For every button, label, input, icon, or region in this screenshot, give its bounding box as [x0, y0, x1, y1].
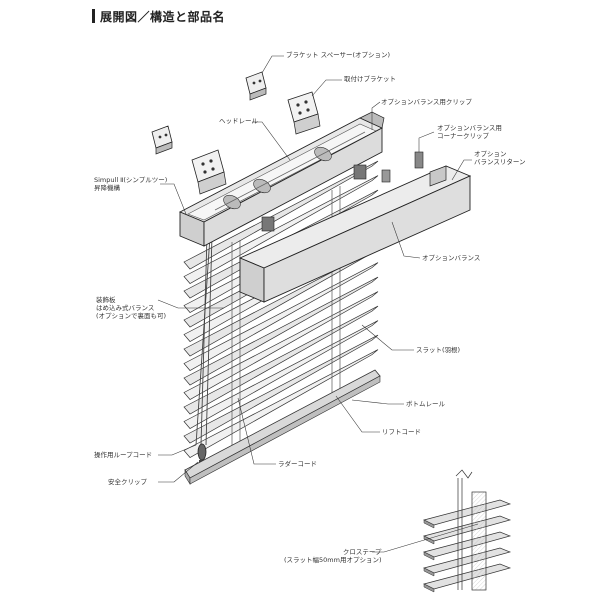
label-mount-bracket: 取付けブラケット [344, 75, 396, 83]
option-valance-shape [238, 165, 472, 303]
label-decor-panel: 装飾板 はめ込み式バランス (オプションで裏面も可) [96, 296, 166, 320]
label-slat: スラット(羽根) [416, 346, 461, 354]
slat [183, 175, 379, 284]
slat [183, 334, 379, 444]
label-decor-line1: 装飾板 [96, 296, 116, 304]
label-cloth-tape-line1: クロステープ [342, 548, 382, 556]
label-corner-clip-line2: コーナークリップ [437, 132, 489, 140]
label-ladder-cord: ラダーコード [278, 460, 317, 468]
slat [183, 349, 379, 458]
label-corner-clip: オプションバランス用 コーナークリップ [437, 124, 502, 140]
detail-slat-edge [423, 551, 435, 561]
title-accent-bar [92, 9, 95, 23]
detail-slat-edge [423, 567, 435, 577]
slat [183, 276, 379, 386]
slat [183, 262, 379, 371]
label-simpull-line2: 昇降機構 [94, 184, 120, 192]
label-safety-clip: 安全クリップ [108, 478, 147, 486]
page-title: 展開図／構造と部品名 [100, 10, 226, 24]
slat [183, 305, 379, 415]
label-simpull: Simpull Ⅱ(シンプルツー) 昇降機構 [94, 176, 167, 192]
slat [183, 320, 379, 429]
cloth-tape-detail [423, 469, 512, 593]
label-simpull-line1: Simpull Ⅱ(シンプルツー) [94, 176, 168, 184]
leader-lines [157, 55, 479, 553]
label-valance-return-line1: オプション [474, 150, 507, 158]
label-valance-return: オプション バランスリターン [474, 150, 526, 166]
label-bottom-rail: ボトムレール [406, 400, 445, 408]
label-bracket-spacer: ブラケット スペーサー(オプション) [286, 51, 391, 59]
detail-slat-edge [423, 583, 435, 593]
mount-bracket-shape-2 [191, 149, 227, 195]
mount-bracket-shape [287, 91, 321, 135]
bracket-spacer-shape-2 [151, 125, 173, 155]
detail-slat-edge [423, 535, 435, 545]
label-lift-cord: リフトコード [382, 428, 421, 436]
slat [183, 160, 379, 270]
label-cloth-tape-line2: (スラット幅50mm用オプション) [284, 556, 382, 564]
loop-cord [195, 235, 213, 446]
head-rail-shape [178, 111, 385, 247]
bracket-spacer-shape [245, 71, 267, 101]
label-cloth-tape: クロステープ (スラット幅50mm用オプション) [284, 548, 382, 564]
label-corner-clip-line1: オプションバランス用 [437, 124, 502, 132]
label-valance-clip: オプションバランス用クリップ [381, 98, 472, 106]
label-loop-cord: 操作用ループコード [94, 451, 153, 459]
label-head-rail: ヘッドレール [219, 117, 258, 125]
label-option-valance: オプションバランス [422, 254, 481, 262]
detail-slat-edge [423, 519, 435, 529]
bottom-rail-shape [184, 369, 381, 486]
label-valance-return-line2: バランスリターン [474, 158, 526, 166]
slat [183, 291, 379, 400]
label-decor-line2: はめ込み式バランス [96, 304, 155, 312]
label-decor-line3: (オプションで裏面も可) [96, 312, 167, 320]
